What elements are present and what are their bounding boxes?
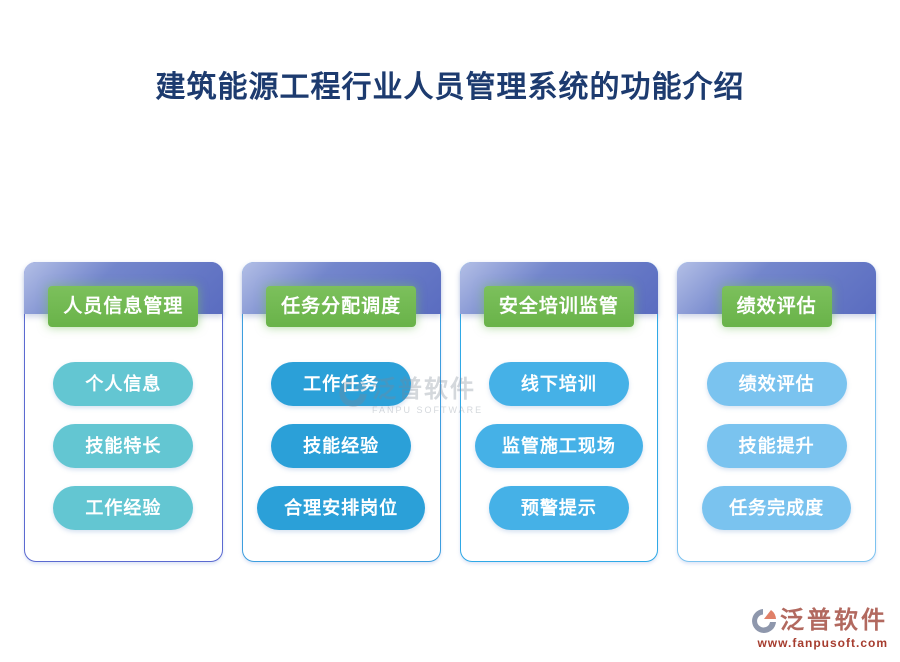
feature-pill: 工作任务 — [271, 362, 412, 406]
page-title: 建筑能源工程行业人员管理系统的功能介绍 — [155, 71, 745, 104]
feature-pill: 绩效评估 — [706, 362, 847, 406]
feature-card: 人员信息管理 个人信息技能特长工作经验 — [24, 262, 223, 562]
feature-pill-list: 工作任务技能经验合理安排岗位 — [243, 362, 440, 530]
feature-pill: 技能特长 — [53, 424, 194, 468]
feature-pill: 预警提示 — [488, 486, 629, 530]
fanpu-logo-icon — [752, 609, 776, 633]
feature-pill: 技能经验 — [271, 424, 412, 468]
card-category-badge: 任务分配调度 — [266, 286, 417, 327]
feature-card: 安全培训监管 线下培训监管施工现场预警提示 — [459, 262, 659, 562]
feature-pill: 合理安排岗位 — [257, 486, 426, 530]
feature-pill: 任务完成度 — [702, 486, 852, 530]
brand-url-link[interactable]: www.fanpusoft.com — [757, 636, 888, 650]
card-category-badge: 人员信息管理 — [48, 286, 199, 327]
feature-pill-list: 绩效评估技能提升任务完成度 — [678, 362, 875, 530]
feature-pill: 监管施工现场 — [474, 424, 643, 468]
feature-pill: 线下培训 — [488, 362, 629, 406]
card-category-badge: 安全培训监管 — [483, 286, 634, 327]
feature-pill: 技能提升 — [706, 424, 847, 468]
feature-pill-list: 个人信息技能特长工作经验 — [25, 362, 222, 530]
brand-name: 泛普软件 — [780, 607, 888, 634]
feature-pill: 工作经验 — [53, 486, 194, 530]
card-category-badge: 绩效评估 — [721, 286, 832, 327]
cards-container: 人员信息管理 个人信息技能特长工作经验 任务分配调度 工作任务技能经验合理安排岗… — [24, 262, 876, 562]
feature-pill-list: 线下培训监管施工现场预警提示 — [461, 362, 658, 530]
feature-pill: 个人信息 — [53, 362, 194, 406]
footer-brand: 泛普软件 www.fanpusoft.com — [751, 608, 888, 650]
feature-card: 绩效评估 绩效评估技能提升任务完成度 — [677, 262, 876, 562]
feature-card: 任务分配调度 工作任务技能经验合理安排岗位 — [241, 262, 441, 562]
